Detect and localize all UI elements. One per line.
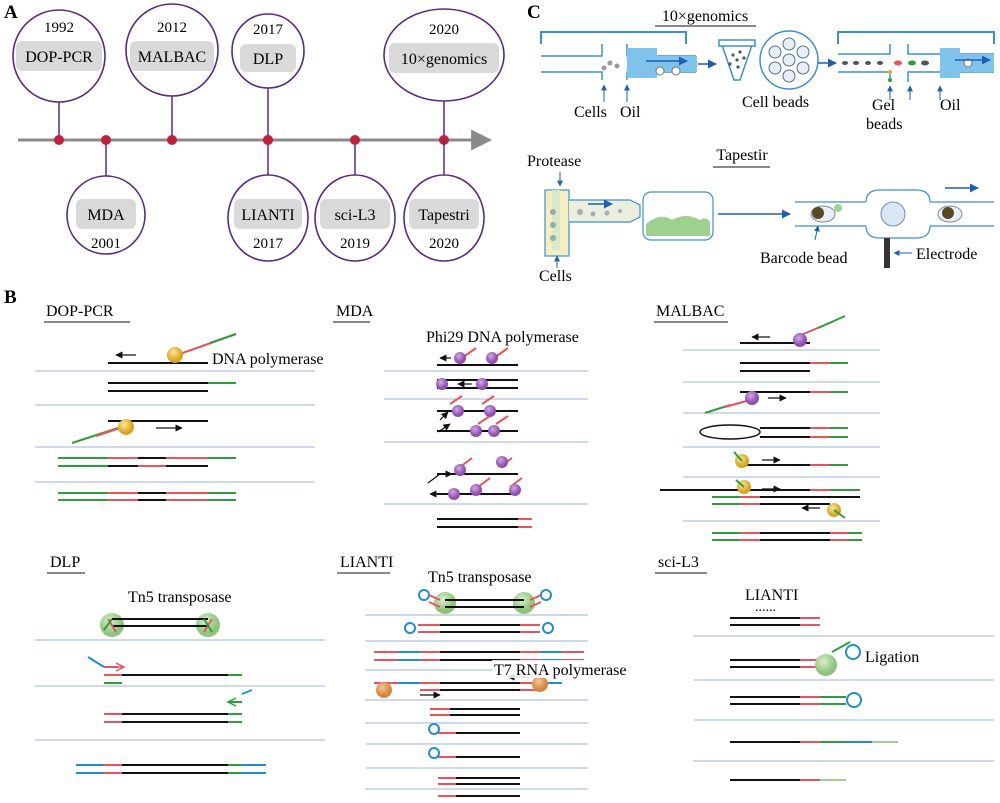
electrode-label: Electrode <box>916 246 977 263</box>
timeline-item-dop-pcr: 1992 DOP-PCR <box>12 9 106 145</box>
timeline-method: Tapestri <box>418 207 470 224</box>
lianti-enzyme2: T7 RNA polymerase <box>494 662 626 679</box>
timeline-method: sci-L3 <box>335 207 376 224</box>
mda-panel: MDA Phi29 DNA polymerase <box>333 303 588 528</box>
genomics-title: 10×genomics <box>662 8 748 25</box>
timeline-item-sci-l3: sci-L3 2019 <box>314 135 396 262</box>
sci-l3-sub: LIANTI <box>745 587 798 604</box>
barcode-bead-label: Barcode bead <box>760 250 848 267</box>
dlp-enzyme: Tn5 transposase <box>128 589 232 606</box>
lianti-panel: LIANTI Tn5 transposase <box>337 554 626 797</box>
panel-a: A 1992 DOP-PCR 2012 MALBAC 2017 DLP <box>4 2 505 262</box>
tapestir-channel <box>544 172 994 268</box>
beads-label: beads <box>866 116 902 133</box>
panel-c-label: C <box>527 2 541 23</box>
sci-l3-title: sci-L3 <box>658 554 699 571</box>
gel-label: Gel <box>872 97 896 114</box>
microfluidic-channel-1 <box>541 44 697 102</box>
ligation-label: Ligation <box>865 649 919 666</box>
microfluidic-channel-2 <box>838 44 994 100</box>
timeline-method: 10×genomics <box>401 51 487 68</box>
timeline-method: MDA <box>87 207 125 224</box>
timeline-year: 2019 <box>340 236 370 252</box>
dop-pcr-title: DOP-PCR <box>46 303 114 320</box>
oil2-label: Oil <box>940 97 961 114</box>
timeline-item-tapestri: Tapestri 2020 <box>403 140 485 262</box>
panel-b: B DOP-PCR <box>4 287 994 797</box>
sci-l3-dots: ...... <box>755 600 776 615</box>
tube-icon <box>718 39 756 81</box>
cells2-label: Cells <box>539 268 572 285</box>
lianti-enzyme: Tn5 transposase <box>428 569 532 586</box>
cells-label: Cells <box>574 104 607 121</box>
dlp-panel: DLP Tn5 transposase <box>35 554 325 774</box>
panel-c: C 10×genomics Cells Oil <box>527 2 995 285</box>
timeline-year: 2017 <box>253 236 284 252</box>
dop-pcr-enzyme: DNA polymerase <box>212 351 324 368</box>
panel-a-label: A <box>4 2 18 23</box>
mda-enzyme: Phi29 DNA polymerase <box>426 329 579 346</box>
timeline-method: MALBAC <box>138 49 206 66</box>
oil-label: Oil <box>620 104 641 121</box>
timeline-year: 2012 <box>157 20 187 36</box>
timeline-year: 2017 <box>253 22 284 38</box>
lianti-title: LIANTI <box>340 554 393 571</box>
polymerase-icon <box>118 419 134 435</box>
timeline-method: DOP-PCR <box>25 49 93 66</box>
malbac-panel: MALBAC <box>654 303 880 541</box>
timeline-year: 2020 <box>429 22 459 38</box>
panel-b-label: B <box>4 287 17 308</box>
sci-l3-panel: sci-L3 LIANTI ...... Ligati <box>655 554 994 781</box>
timeline-item-mda: MDA 2001 <box>66 135 146 255</box>
mda-title: MDA <box>336 303 374 320</box>
protease-label: Protease <box>527 153 581 170</box>
timeline-method: DLP <box>253 51 283 68</box>
polymerase-icon <box>167 347 183 363</box>
timeline-year: 2020 <box>429 236 459 252</box>
timeline-method: LIANTI <box>241 207 294 224</box>
timeline-item-lianti: LIANTI 2017 <box>227 140 309 262</box>
timeline-year: 1992 <box>44 20 74 36</box>
timeline-item-malbac: 2012 MALBAC <box>125 3 219 145</box>
timeline-year: 2001 <box>91 236 121 252</box>
malbac-title: MALBAC <box>656 303 724 320</box>
dlp-title: DLP <box>50 554 80 571</box>
cell-beads-label: Cell beads <box>742 94 809 111</box>
tapestir-title: Tapestir <box>716 147 768 164</box>
timeline-item-10x-genomics: 2020 10×genomics <box>383 8 505 145</box>
timeline-item-dlp: 2017 DLP <box>231 13 305 145</box>
dop-pcr-panel: DOP-PCR DNA polymerase <box>35 303 324 501</box>
cell-bead-icon <box>759 30 819 90</box>
